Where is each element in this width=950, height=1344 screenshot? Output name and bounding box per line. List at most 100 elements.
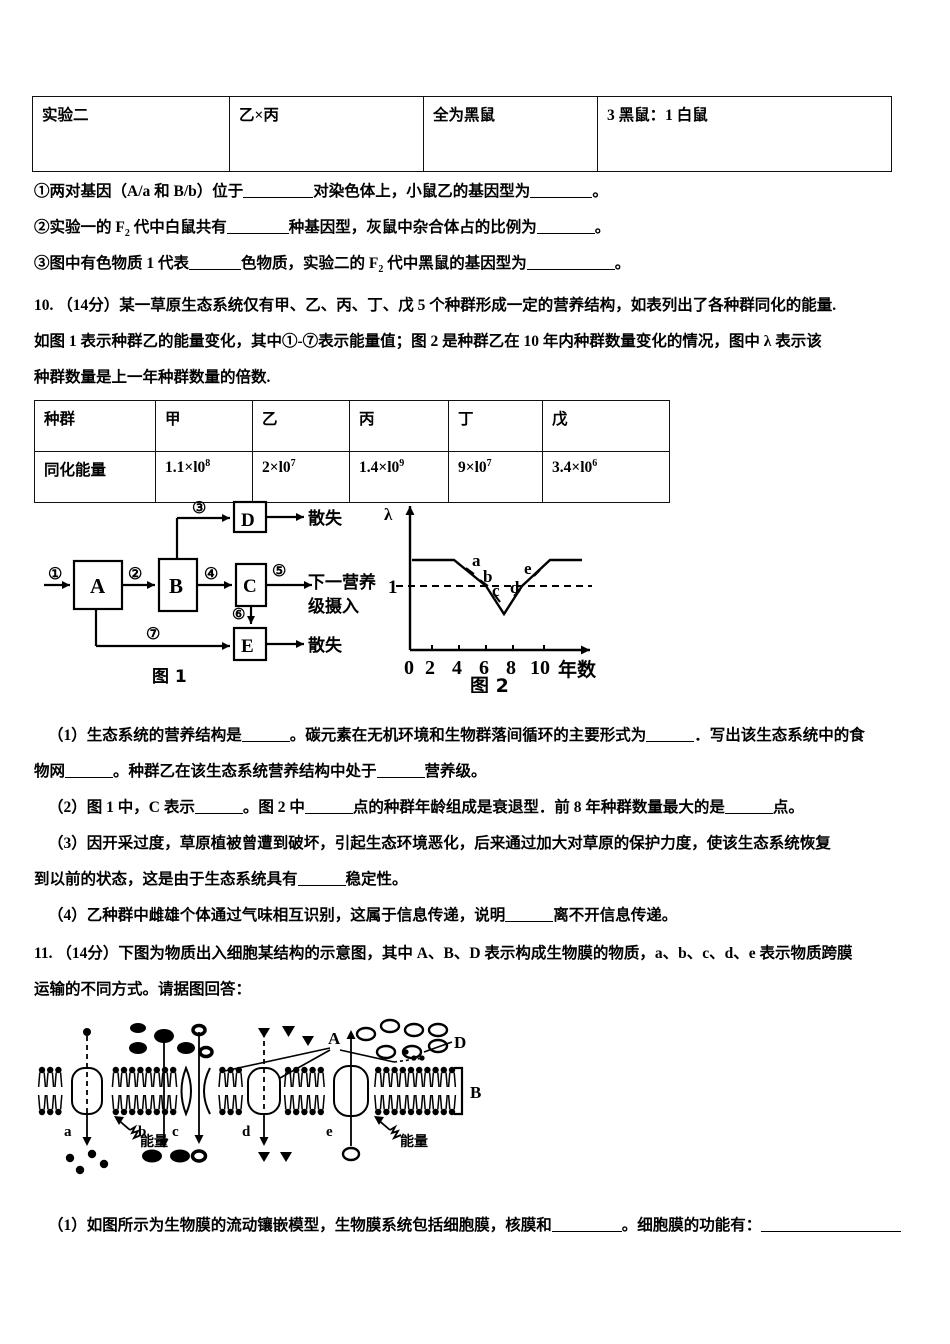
figure-1-box-label-a: A [90, 574, 106, 598]
question-10-line-2: 如图 1 表示种群乙的能量变化，其中①‑⑦表示能量值；图 2 是种群乙在 10 … [34, 333, 822, 350]
answer-text: 乙种群中雌雄个体通过气味相互识别，这属于信息传递，说明 [86, 907, 506, 924]
figure-1-flow-4: ④ [204, 566, 218, 583]
answer-text: 营养级。 [424, 763, 487, 780]
answer-text: 稳定性。 [345, 871, 408, 888]
protein-c-left [180, 1065, 192, 1117]
answer-text: 因开采过度，草原植被曾遭到破坏，引起生态环境恶化，后来通过加大对草原的保护力度，… [86, 835, 831, 852]
table-row: 同化能量 1.1×l08 2×l07 1.4×l09 9×l07 3.4×l06 [34, 451, 670, 503]
answer-text: 。图 2 中 [242, 799, 305, 816]
sub-question-2: ②实验一的 F2 代中白鼠共有种基因型，灰鼠中杂合体占的比例为。 [34, 220, 610, 239]
sub-marker: ① [34, 183, 50, 200]
answer-blank [536, 233, 595, 234]
lambda-curve [412, 558, 582, 617]
label-pointer-lines [219, 1041, 453, 1079]
answer-text: 离不开信息传递。 [553, 907, 678, 924]
sub-text-b: 种基因型，灰鼠中杂合体占的比例为 [288, 219, 537, 236]
membrane-label-energy-right: 能量 [400, 1133, 428, 1150]
question-number: 11. [34, 945, 53, 962]
question-10-line-3: 种群数量是上一年种群数量的倍数. [34, 369, 271, 386]
answer-text: ．写出该生态系统中的食 [694, 727, 865, 744]
table-header-row: 种群 甲 乙 丙 丁 戊 [34, 400, 670, 452]
answer-marker: （1） [48, 1217, 87, 1234]
x-tick-label-2: 2 [425, 657, 435, 679]
answer-blank [530, 197, 593, 198]
experiment-table: 实验二 乙×丙 全为黑鼠 3 黑鼠：1 白鼠 [32, 96, 892, 172]
answer-marker: （1） [48, 727, 87, 744]
x-axis-label-years: 年数 [558, 658, 597, 681]
membrane-label-d: d [242, 1124, 251, 1140]
molecule-group-d [258, 1026, 314, 1162]
sub-text-c: 。 [594, 219, 611, 236]
question-score: （14分） [57, 297, 120, 314]
header-species: 种群 [34, 400, 156, 452]
point-e-marker [533, 569, 541, 577]
answer-blank [189, 269, 242, 270]
answer-blank [376, 777, 425, 778]
figure-1-energy-flow: A B C D E ① ② ③ ④ ⑤ ⑥ ⑦ 散失 下一营养 级摄入 散失 图… [36, 496, 386, 687]
figure-1-flow-5: ⑤ [272, 563, 286, 580]
q10-answer-1-line-1: （1）生态系统的营养结构是 。碳元素在无机环境和生物群落间循环的主要形式为 ．写出该… [48, 728, 865, 744]
header-wu: 戊 [542, 400, 670, 452]
answer-text: 。碳元素在无机环境和生物群落间循环的主要形式为 [289, 727, 647, 744]
answer-marker: （4） [48, 907, 87, 924]
membrane-label-b: b [138, 1124, 146, 1140]
value-bing: 1.4×l09 [349, 451, 449, 503]
answer-text: 物网 [34, 763, 66, 780]
answer-blank [646, 741, 695, 742]
membrane-label-A: A [328, 1029, 341, 1048]
q10-answer-1-line-2: 物网。种群乙在该生态系统营养结构中处于营养级。 [34, 764, 487, 780]
annotation-c: c [492, 581, 500, 600]
sub-marker: ③ [34, 255, 50, 272]
x-tick-label-10: 10 [530, 657, 550, 679]
question-11-line-2: 运输的不同方式。请据图回答： [34, 981, 252, 998]
transport-arrowheads [82, 1030, 356, 1148]
answer-text: 到以前的状态，这是由于生态系统具有 [34, 871, 298, 888]
figure-1-label-loss-bottom: 散失 [308, 635, 343, 656]
figure-2-caption: 图 2 [470, 675, 509, 693]
y-axis-label-lambda: λ [384, 505, 393, 524]
question-text: 下图为物质出入细胞某结构的示意图，其中 A、B、D 表示构成生物膜的物质，a、b… [118, 945, 853, 962]
figure-membrane-transport: a b c d e A D B 能量 能量 [34, 1018, 504, 1195]
cell-f1: 全为黑鼠 [423, 96, 598, 172]
value-ding: 9×l07 [448, 451, 543, 503]
annotation-d: d [510, 578, 520, 597]
figure-1-box-label-e: E [241, 636, 254, 657]
question-11-line-1: 11. （14分）下图为物质出入细胞某结构的示意图，其中 A、B、D 表示构成生… [34, 946, 853, 962]
x-tick-label-4: 4 [452, 657, 462, 679]
answer-blank [304, 813, 353, 814]
header-yi: 乙 [252, 400, 350, 452]
sub-question-1: ①两对基因（A/a 和 B/b）位于对染色体上，小鼠乙的基因型为。 [34, 184, 608, 200]
cell-f2: 3 黑鼠：1 白鼠 [597, 96, 892, 172]
point-c-marker [493, 593, 501, 603]
annotation-a: a [472, 551, 481, 570]
membrane-label-B: B [470, 1083, 481, 1102]
answer-text: 图 1 中，C 表示 [86, 799, 195, 816]
sub-marker: ② [34, 219, 50, 236]
annotation-e: e [524, 559, 532, 578]
x-axis-arrow [581, 645, 590, 655]
sub-text-c: 。 [614, 255, 631, 272]
header-bing: 丙 [349, 400, 449, 452]
figure-2-svg: λ 1 0 2 4 6 8 10 a b c d e 年数 图 2 [384, 505, 597, 697]
question-number: 10. [34, 297, 54, 314]
y-axis-arrow [405, 506, 415, 515]
membrane-label-e: e [326, 1124, 333, 1140]
q10-answer-3-line-1: （3）因开采过度，草原植被曾遭到破坏，引起生态环境恶化，后来通过加大对草原的保护… [48, 836, 831, 852]
sub-text-b: 色物质，实验二的 F2 代中黑鼠的基因型为 [241, 255, 527, 276]
cell-cross: 乙×丙 [229, 96, 424, 172]
answer-blank [297, 885, 346, 886]
q11-answer-1: （1）如图所示为生物膜的流动镶嵌模型，生物膜系统包括细胞膜，核膜和。细胞膜的功能… [48, 1217, 902, 1234]
point-b-marker [479, 579, 489, 587]
molecule-group-c [190, 1023, 214, 1163]
sub-text-b: 对染色体上，小鼠乙的基因型为 [313, 183, 531, 200]
protein-c-right [203, 1067, 211, 1115]
x-tick-label-8: 8 [506, 657, 516, 679]
answer-text: 生态系统的营养结构是 [86, 727, 242, 744]
y-tick-label-1: 1 [388, 577, 398, 598]
answer-blank [551, 1231, 622, 1232]
q10-answer-2: （2）图 1 中，C 表示。图 2 中点的种群年龄组成是衰退型．前 8 年种群数… [48, 800, 804, 816]
answer-text: 点。 [772, 799, 804, 816]
answer-text: 如图所示为生物膜的流动镶嵌模型，生物膜系统包括细胞膜，核膜和 [86, 1217, 552, 1234]
sub-text-a: 图中有色物质 1 代表 [49, 255, 190, 272]
x-tick-label-0: 0 [404, 657, 414, 679]
